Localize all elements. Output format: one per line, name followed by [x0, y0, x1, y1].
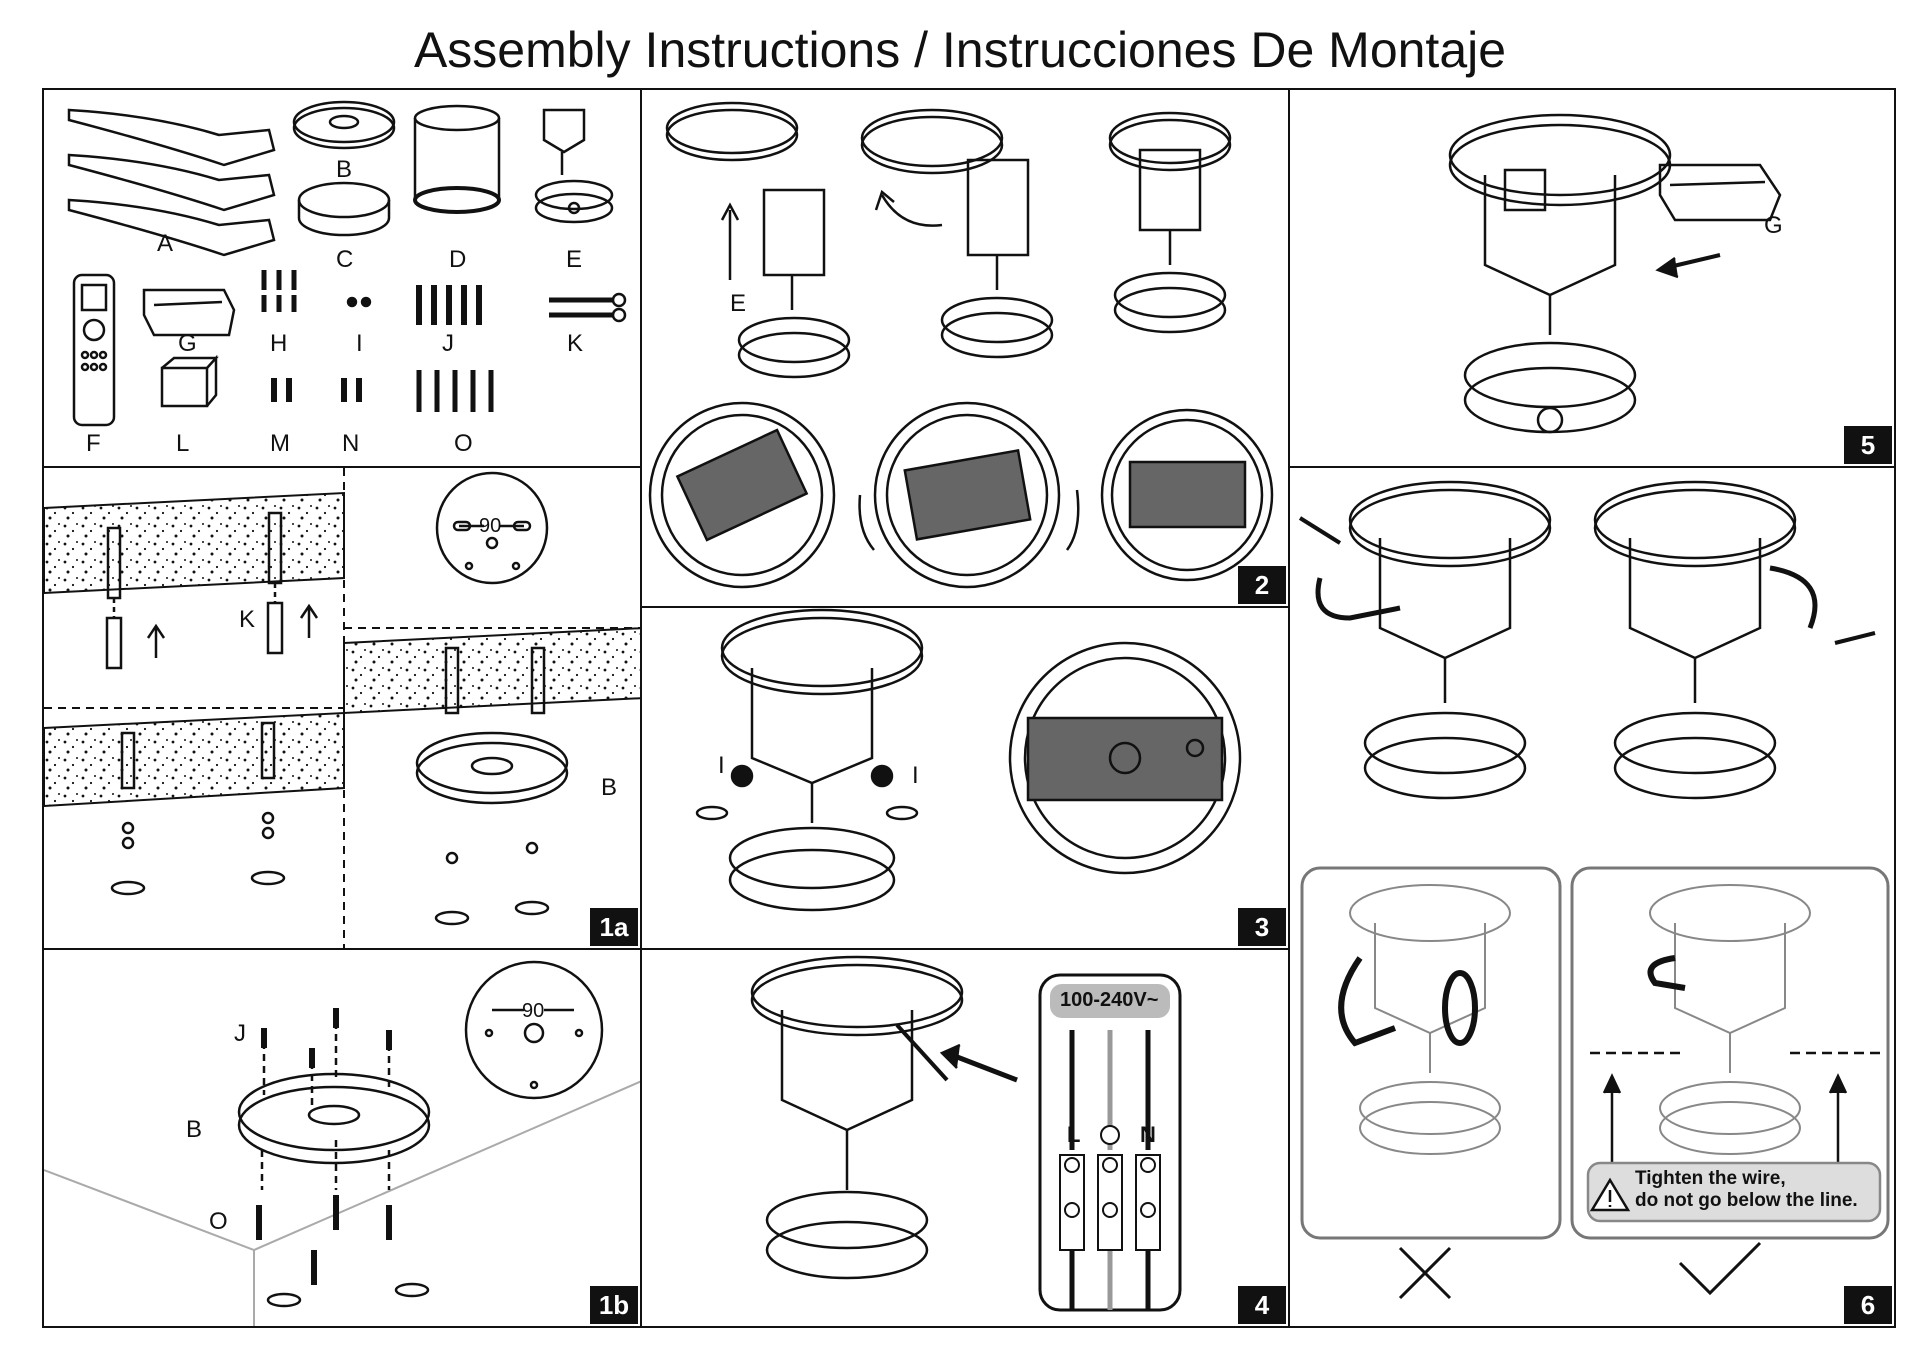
part-label-b: B: [336, 156, 353, 183]
wire-neutral-label: N: [1140, 1122, 1156, 1147]
page-title: Assembly Instructions / Instrucciones De…: [413, 22, 1507, 78]
step-1b-label-b: B: [186, 1116, 203, 1143]
step-badge-6: 6: [1844, 1286, 1892, 1324]
step-1b-panel: J B O 90 1b: [42, 948, 642, 1328]
step-4-panel: 100-240V~ L N 4: [640, 948, 1290, 1328]
part-label-j: J: [442, 330, 454, 357]
warning-text: Tighten the wire, do not go below the li…: [1635, 1168, 1858, 1211]
step-1b-label-j: J: [234, 1020, 246, 1047]
step-badge-5: 5: [1844, 426, 1892, 464]
step-6-illustration: [1298, 480, 1890, 1300]
part-label-a: A: [157, 230, 174, 257]
step-badge-1b: 1b: [590, 1286, 638, 1324]
step-badge-1a: 1a: [590, 908, 638, 946]
step-1b-illustration: [44, 960, 640, 1326]
part-label-i: I: [356, 330, 363, 357]
part-label-l: L: [176, 430, 190, 457]
step-5-label-g: G: [1764, 212, 1783, 239]
part-label-c: C: [336, 246, 354, 273]
step-5-panel: G 5: [1288, 88, 1896, 468]
part-label-h: H: [270, 330, 288, 357]
step-badge-2: 2: [1238, 566, 1286, 604]
step-2-illustration: [648, 101, 1274, 589]
step-3-panel: I I 3: [640, 606, 1290, 950]
step-1a-panel: K B 90 1a: [42, 466, 642, 950]
step-3-illustration: [695, 608, 1242, 912]
step-3-label-i-left: I: [718, 752, 725, 779]
part-label-e: E: [566, 246, 583, 273]
blade-drawing: [67, 108, 276, 167]
part-label-m: M: [270, 430, 290, 457]
voltage-label: 100-240V~: [1060, 989, 1159, 1011]
step-4-illustration: [750, 955, 1182, 1312]
wire-live-label: L: [1067, 1122, 1081, 1147]
parts-panel: A B C D E F G H I J K L M N O: [42, 88, 642, 468]
step-2-panel: E 2: [640, 88, 1290, 608]
step-5-illustration: [1448, 113, 1782, 434]
step-1a-label-b: B: [601, 774, 618, 801]
part-label-g: G: [178, 330, 197, 357]
part-label-k: K: [567, 330, 584, 357]
step-badge-4: 4: [1238, 1286, 1286, 1324]
step-1b-dimension: 90: [522, 1000, 545, 1022]
part-label-n: N: [342, 430, 360, 457]
parts-illustration: [67, 100, 627, 427]
part-label-d: D: [449, 246, 467, 273]
step-1a-illustration: [44, 468, 640, 948]
step-1a-dimension: 90: [479, 515, 502, 537]
step-1a-label-k: K: [239, 606, 256, 633]
step-6-panel: Tighten the wire, do not go below the li…: [1288, 466, 1896, 1328]
step-2-label-e: E: [730, 290, 747, 317]
part-label-f: F: [86, 430, 101, 457]
step-3-label-i-right: I: [912, 762, 919, 789]
step-1b-label-o: O: [209, 1208, 228, 1235]
step-badge-3: 3: [1238, 908, 1286, 946]
part-label-o: O: [454, 430, 473, 457]
